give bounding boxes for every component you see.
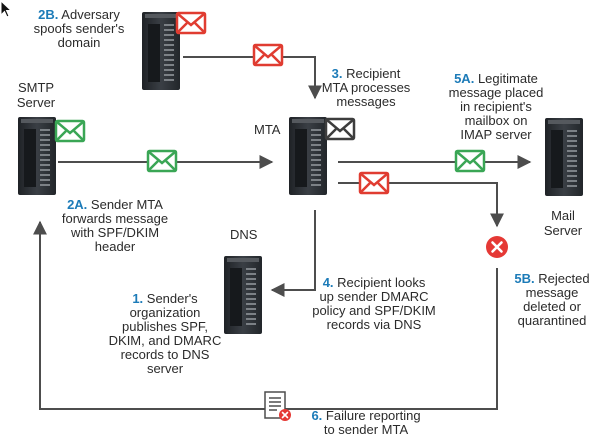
step-6-label: 6. Failure reporting to sender MTA: [311, 408, 421, 437]
envelope-neutral-mta-icon: [324, 117, 356, 141]
envelope-red-transit-icon: [252, 43, 284, 67]
envelope-green-transit-icon: [146, 149, 178, 173]
mta-title: MTA: [254, 122, 281, 137]
arrow-adversary-to-mta: [183, 56, 322, 100]
mta-server-icon: [289, 117, 327, 195]
envelope-red-rejected-icon: [358, 171, 390, 195]
smtp-server-icon: [18, 117, 56, 195]
reject-x-icon: [486, 236, 508, 258]
smtp-server-title: SMTP Server: [16, 80, 56, 110]
step-3-label: 3. Recipient MTA processes messages: [321, 66, 411, 109]
mail-server-title: Mail Server: [543, 208, 583, 238]
step-2a-label: 2A. Sender MTA forwards message with SPF…: [61, 197, 169, 254]
step-4-label: 4. Recipient looks up sender DMARC polic…: [312, 275, 436, 332]
arrow-mta-to-dns: [270, 210, 316, 297]
failure-report-document-icon: [264, 391, 291, 421]
envelope-green-smtp-icon: [54, 119, 86, 143]
step-2b-label: 2B. Adversary spoofs sender's domain: [33, 7, 125, 50]
envelope-green-delivery-icon: [454, 149, 486, 173]
step-1-label: 1. Sender's organization publishes SPF, …: [108, 291, 222, 376]
adversary-server-icon: [142, 12, 180, 90]
step-5a-label: 5A. Legitimate message placed in recipie…: [448, 71, 544, 142]
dns-title: DNS: [230, 227, 258, 242]
envelope-red-adversary-icon: [175, 11, 207, 35]
step-5b-label: 5B. Rejected message deleted or quaranti…: [514, 271, 590, 328]
arrow-mta-to-reject: [338, 182, 504, 228]
mouse-cursor-icon: [0, 0, 13, 18]
